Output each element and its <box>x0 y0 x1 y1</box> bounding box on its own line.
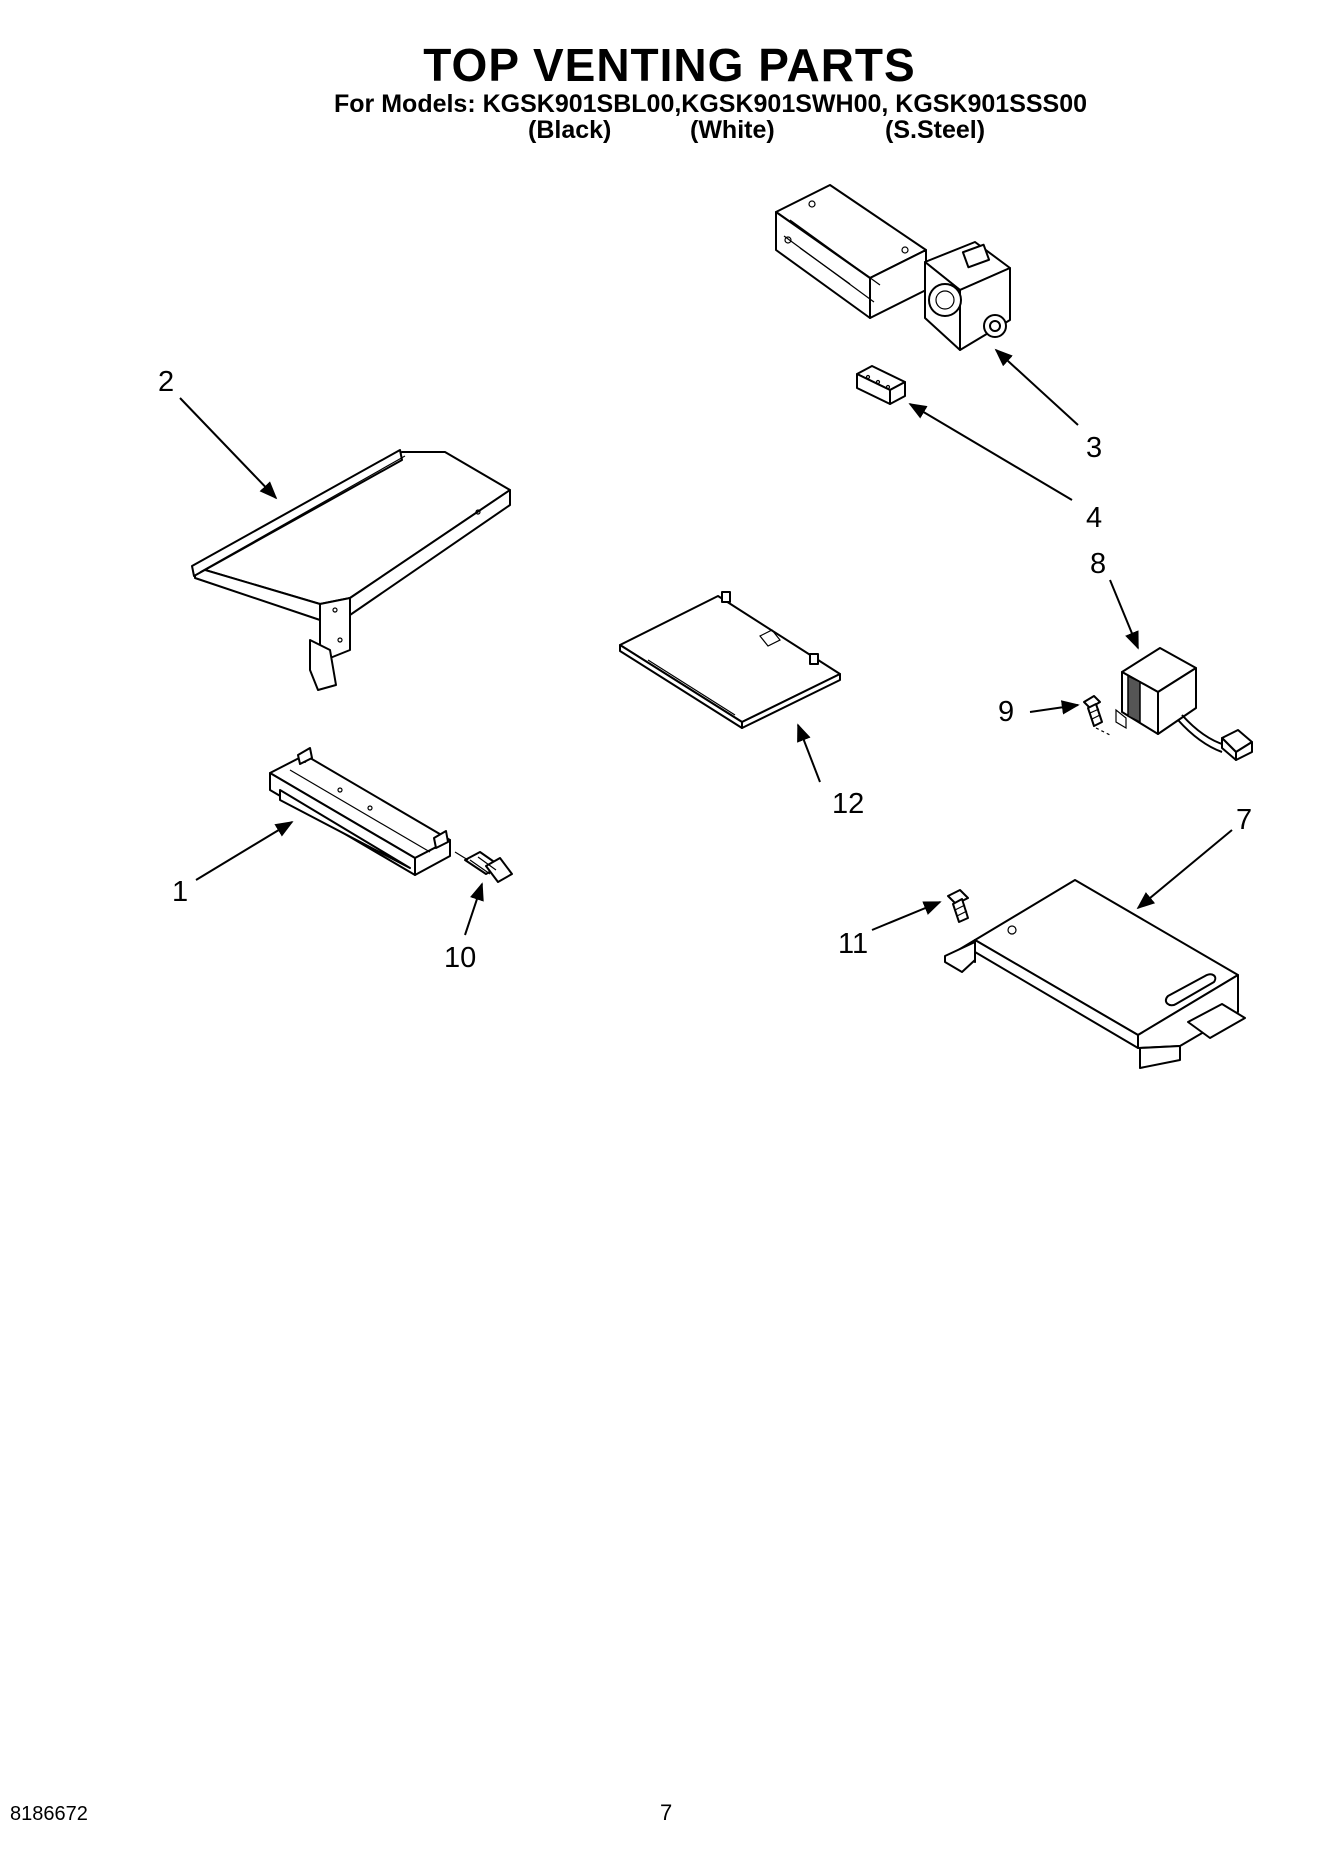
variant-white: (White) <box>690 116 775 144</box>
models-line: For Models: KGSK901SBL00,KGSK901SWH00, K… <box>334 90 1088 118</box>
part-8-transformer <box>1115 647 1253 761</box>
callout-10: 10 <box>444 942 477 974</box>
part-12-plate <box>619 591 841 729</box>
part-2-vent-panel <box>191 449 511 691</box>
callout-1: 1 <box>172 876 189 908</box>
callout-2: 2 <box>158 366 175 398</box>
part-9-screw <box>1083 695 1113 737</box>
part-3-damper-assembly <box>775 184 1011 351</box>
callout-9: 9 <box>998 696 1015 728</box>
page-number: 7 <box>660 1800 673 1825</box>
callout-12: 12 <box>832 788 865 820</box>
variant-steel: (S.Steel) <box>885 116 986 144</box>
callout-11: 11 <box>838 928 869 960</box>
part-11-screw <box>947 889 969 923</box>
callout-8: 8 <box>1090 548 1107 580</box>
part-10-screw <box>454 851 513 883</box>
variant-black: (Black) <box>528 116 612 144</box>
callout-3: 3 <box>1086 432 1103 464</box>
callout-arrows <box>179 348 1233 936</box>
part-7-cover <box>944 879 1246 1069</box>
document-number: 8186672 <box>10 1803 88 1825</box>
callout-7: 7 <box>1236 804 1253 836</box>
page-title: TOP VENTING PARTS <box>423 39 916 91</box>
part-4-block <box>856 365 906 405</box>
callout-4: 4 <box>1086 502 1103 534</box>
part-1-bracket <box>269 747 451 876</box>
